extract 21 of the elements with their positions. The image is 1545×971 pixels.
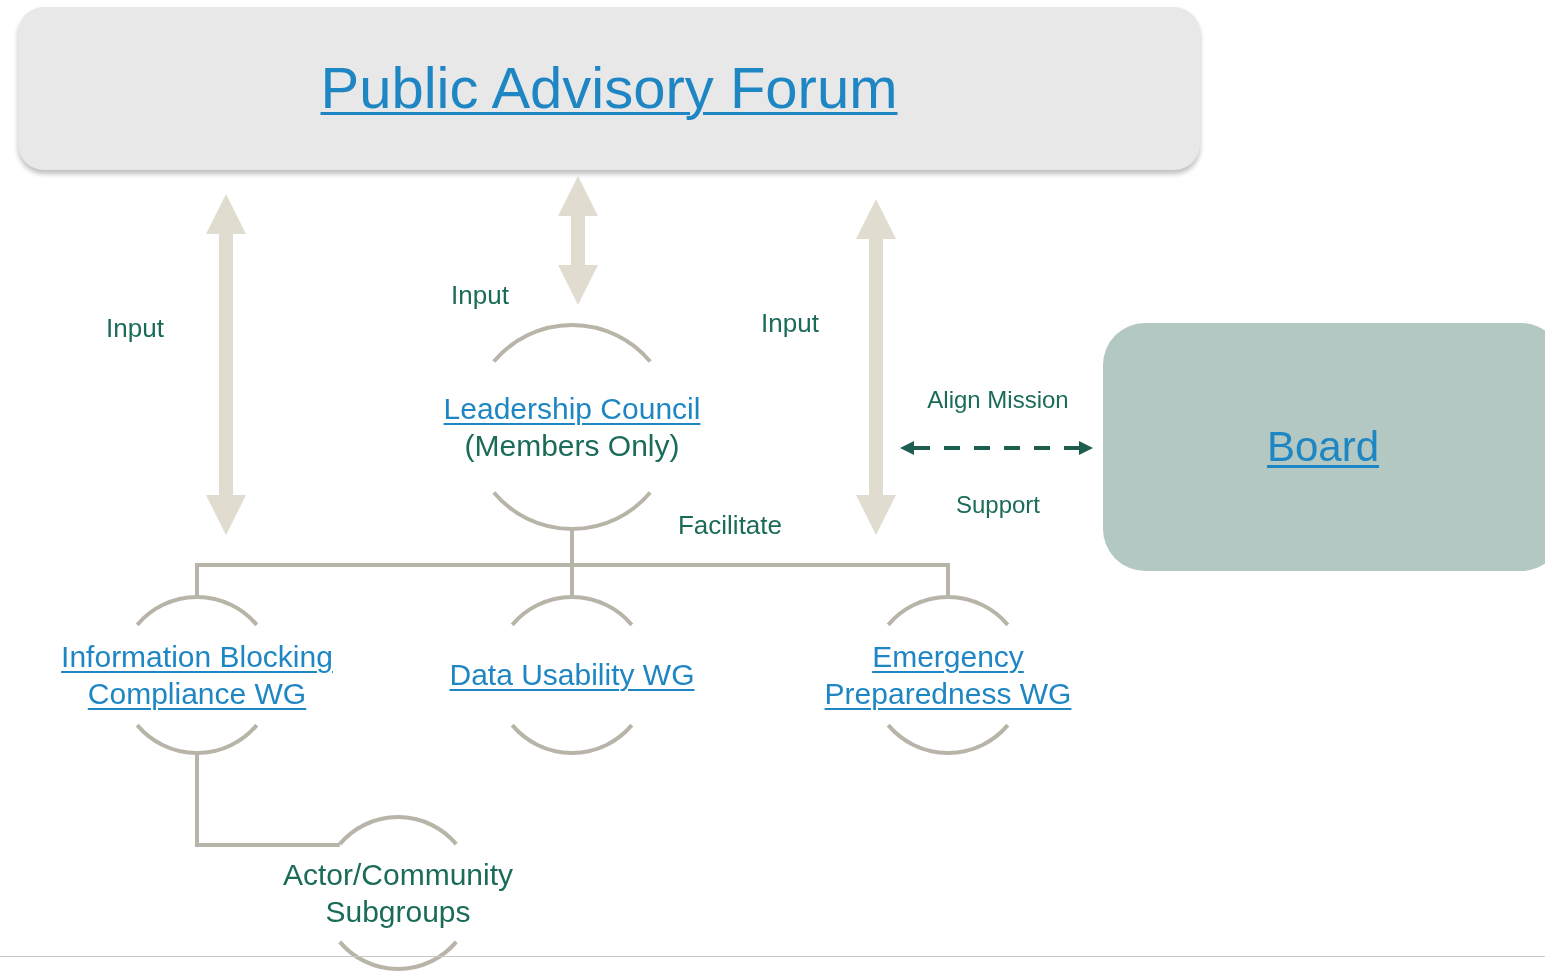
link-text: Public Advisory Forum [320, 54, 898, 123]
node-label: Actor/Community Subgroups [281, 856, 515, 930]
text-label: Support [955, 491, 1041, 519]
link-text: Emergency Preparedness WG [823, 638, 1073, 712]
double-arrow [856, 199, 896, 535]
link-text: Board [1266, 421, 1380, 472]
edge-label: Align Mission [927, 386, 1069, 414]
edge-label: Input [451, 279, 509, 311]
text-label: Facilitate [678, 509, 782, 541]
link-text: Data Usability WG [449, 657, 695, 694]
link-text: Leadership Council [443, 390, 701, 427]
double-arrow [206, 194, 246, 535]
double-arrow [558, 176, 598, 305]
forum-box [18, 7, 1200, 170]
node-label: (Members Only) [464, 428, 680, 464]
dashed-arrow [900, 441, 1093, 455]
connector-line [195, 753, 340, 847]
link-text: Information Blocking Compliance WG [60, 638, 334, 712]
board-box [1103, 323, 1545, 571]
edge-label: Input [761, 307, 819, 339]
edge-label: Input [106, 312, 164, 344]
